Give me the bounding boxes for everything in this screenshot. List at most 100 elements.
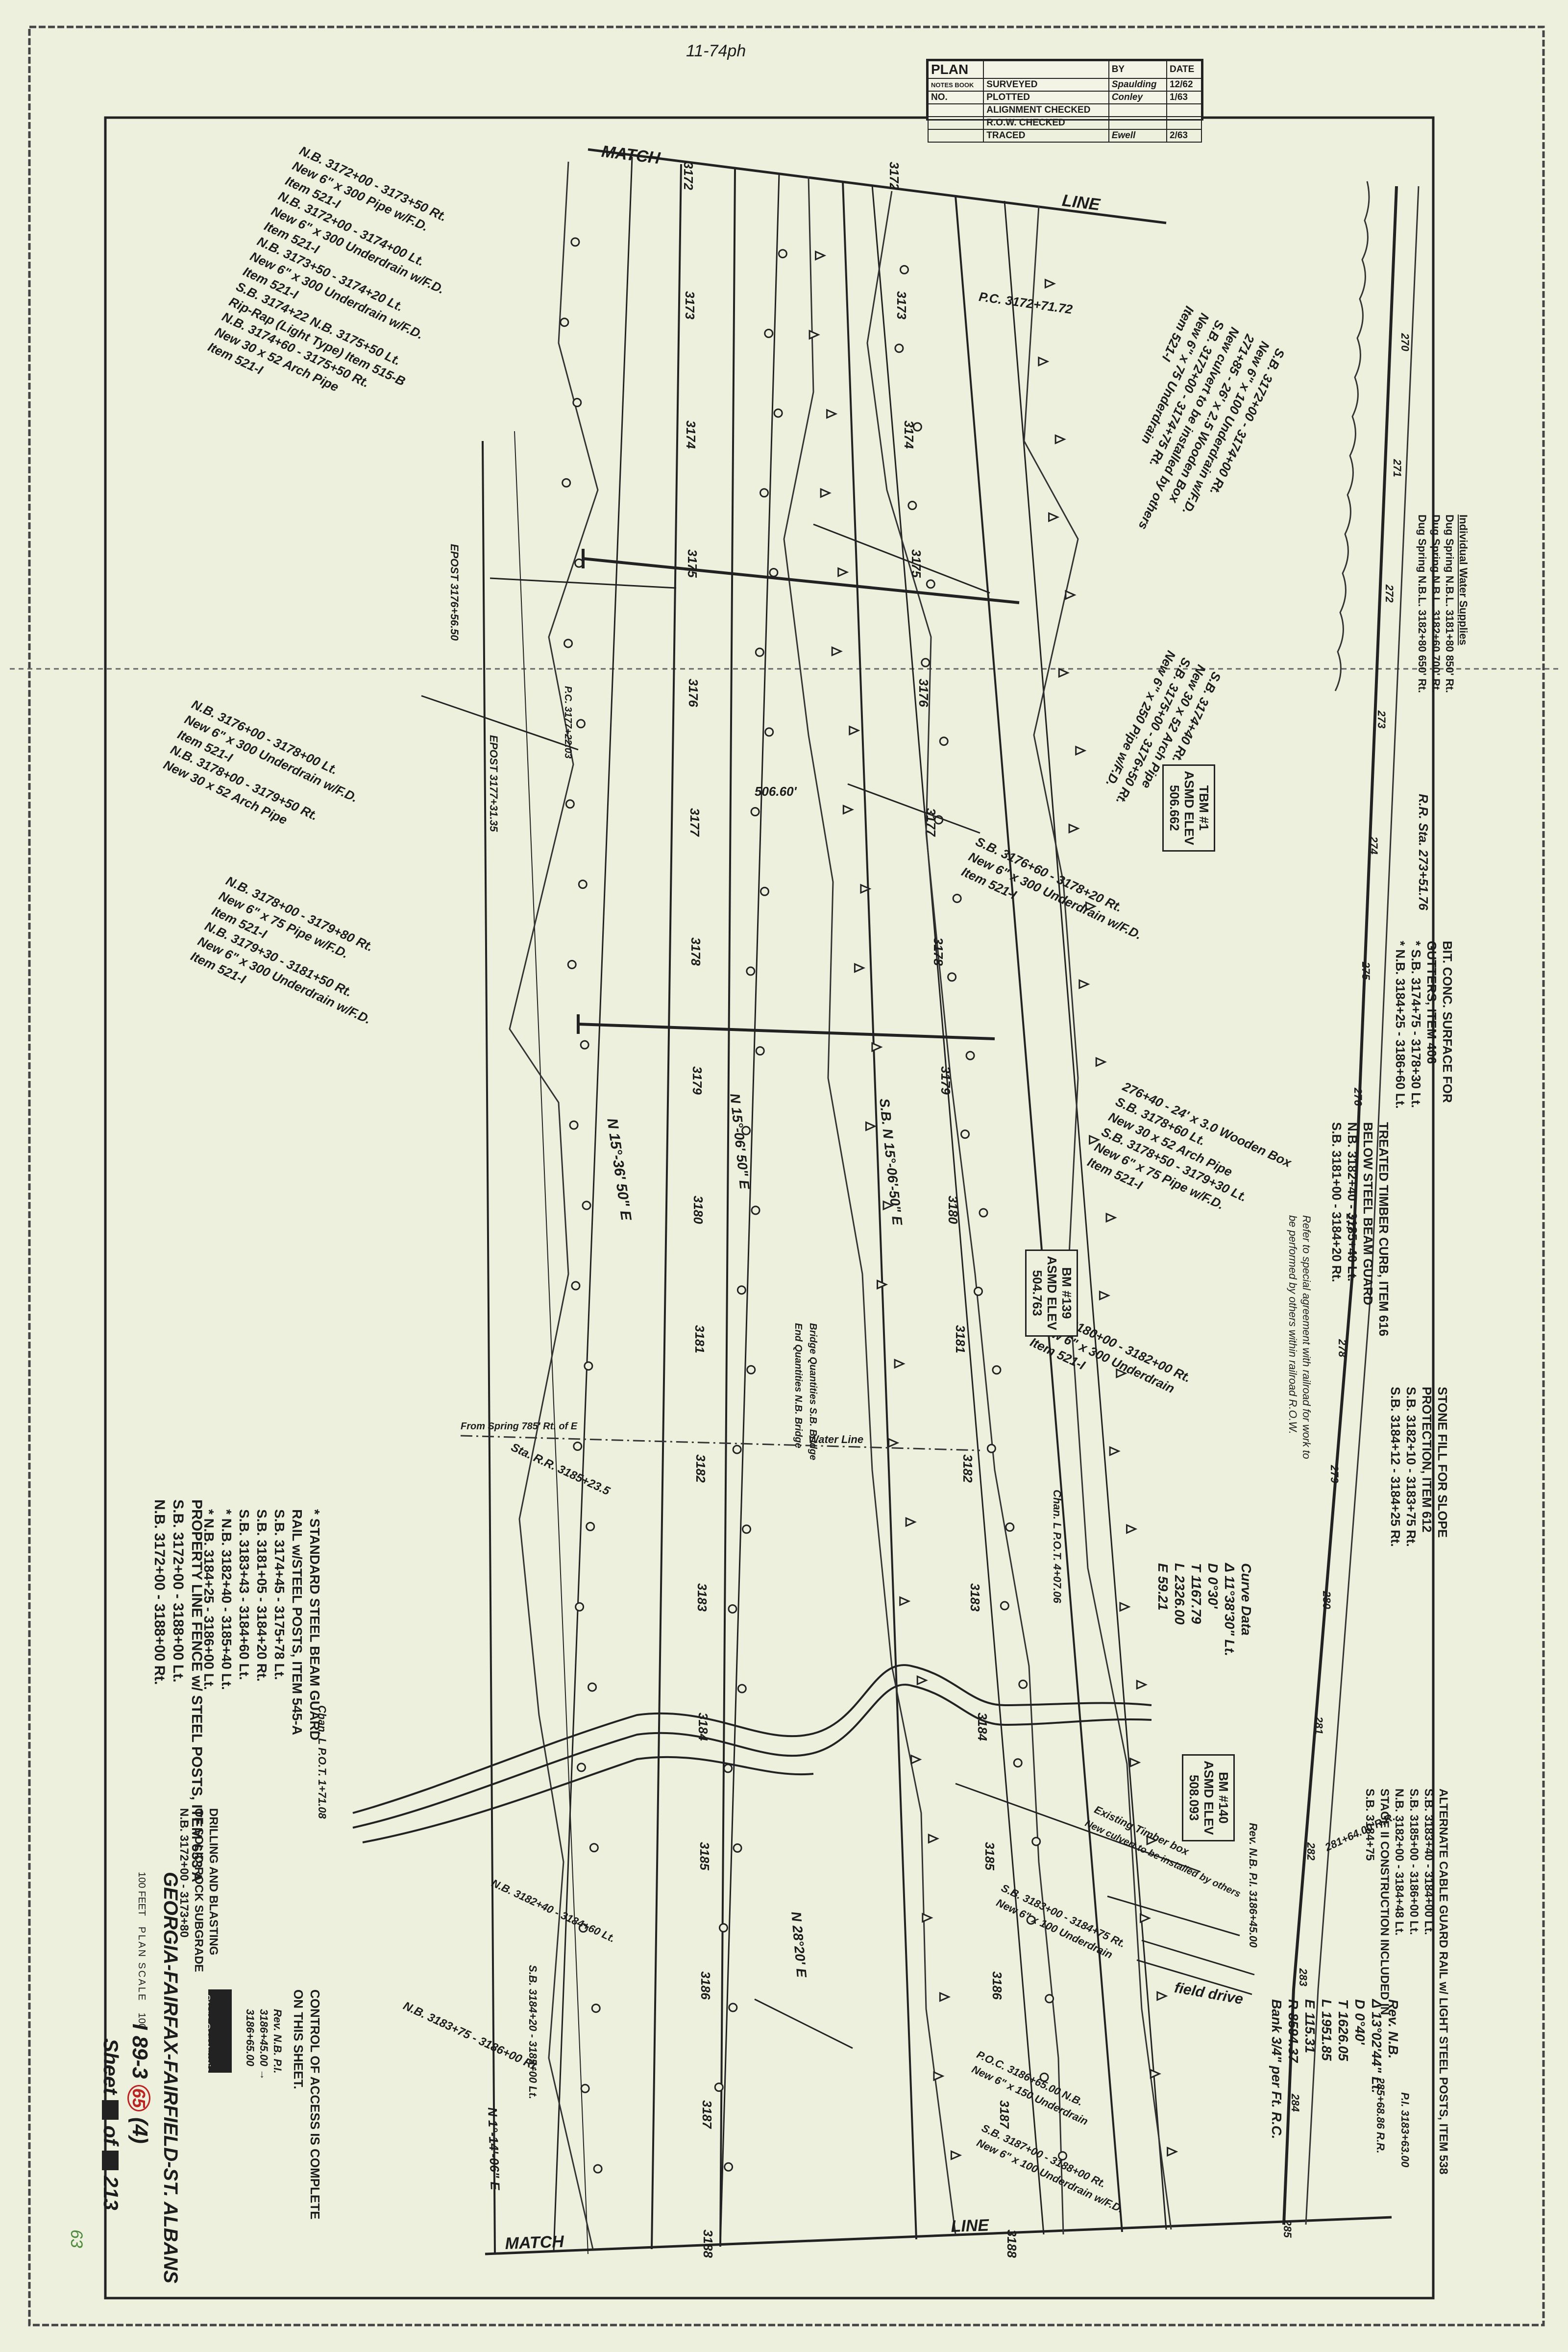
station-tick xyxy=(1068,823,1080,834)
station-tick xyxy=(842,804,855,815)
stage-text: Construction xyxy=(201,2022,212,2078)
station-label: 3185 xyxy=(982,1841,997,1870)
rr-station-label: 285 xyxy=(1281,2220,1294,2238)
station-tick xyxy=(965,1051,975,1060)
rr-station-label: 275 xyxy=(1360,962,1372,980)
pi-label: P.I. 3183+63.00 xyxy=(1399,2092,1411,2168)
station-tick xyxy=(588,1682,597,1692)
station-tick xyxy=(973,1286,983,1296)
station-tick xyxy=(1039,2072,1049,2082)
note: * S.B. 3174+75 - 3178+30 Lt. xyxy=(1409,941,1423,1108)
station-tick xyxy=(860,883,872,894)
note: S.B. 3174+45 - 3175+78 Lt. xyxy=(272,1509,287,1680)
redaction-mark xyxy=(102,2151,119,2171)
railroad-note: Individual Water Supplies Dug Spring N.B… xyxy=(1415,514,1470,693)
station-tick xyxy=(1048,512,1060,522)
bridge-quantities-label: Bridge Quantities S.B. Bridge xyxy=(808,1323,818,1461)
station-tick xyxy=(888,1438,900,1448)
roadway-lines xyxy=(482,156,1167,2254)
station-tick xyxy=(560,318,569,327)
title-block-heading: PLAN xyxy=(927,60,984,79)
sheet-number: Sheet of 213 xyxy=(99,2038,122,2210)
note: Refer to special agreement with railroad… xyxy=(1300,1215,1313,1459)
plan-scale: 100 FEET PLAN SCALE 100 xyxy=(136,1872,147,2029)
rr-station-label: 278 xyxy=(1336,1339,1348,1358)
station-tick xyxy=(728,1604,737,1614)
rr-station-label: 282 xyxy=(1305,1842,1317,1861)
station-tick xyxy=(778,249,787,259)
station-tick xyxy=(589,1843,599,1853)
channel-label: Chan. L P.O.T. 1+71.08 xyxy=(316,1705,328,1819)
station-tick xyxy=(732,1445,742,1454)
curve-line: E 59.21 xyxy=(1155,1563,1171,1611)
station-tick xyxy=(591,2003,601,2013)
station-tick xyxy=(1078,979,1090,989)
culvert-structures xyxy=(577,549,1020,1040)
tb-task: R.O.W. CHECKED xyxy=(983,116,1109,130)
station-tick xyxy=(1095,1056,1107,1067)
station-tick xyxy=(939,736,949,746)
curve-line: E 115.31 xyxy=(1302,1999,1318,2054)
curve-line: R 8594.37 xyxy=(1286,1999,1301,2063)
notes-book-label: NOTES BOOK xyxy=(927,78,984,92)
note: BELOW STEEL BEAM GUARD xyxy=(1361,1122,1375,1305)
guard-label: S.B. 3184+20 - 3185+00 Lt. xyxy=(527,1965,539,2099)
tb-by xyxy=(1108,116,1167,130)
project-suffix: (4) xyxy=(128,2117,152,2144)
station-tick xyxy=(714,2082,724,2092)
station-tick xyxy=(905,1517,917,1527)
station-tick xyxy=(1099,1290,1111,1301)
station-tick xyxy=(1005,1522,1015,1532)
note: N.B. 3182+40 - 3185+40 Lt. xyxy=(1345,1122,1360,1282)
station-tick xyxy=(921,658,931,667)
tb-by: Ewell xyxy=(1108,129,1167,143)
station-tick xyxy=(576,719,586,729)
station-tick xyxy=(1129,1757,1141,1768)
legend-surface: BIT. CONC. SURFACE FOR GUTTERS, ITEM 406… xyxy=(1393,941,1455,1109)
station-tick xyxy=(1089,1134,1101,1145)
station-tick xyxy=(928,1833,940,1844)
station-tick xyxy=(1139,1913,1152,1923)
station-tick xyxy=(741,1126,751,1135)
note: S.B. 3183+43 - 3184+60 Lt. xyxy=(237,1509,252,1680)
bridge-quantities-label: End Quantities N.B. Bridge xyxy=(793,1323,804,1448)
station-tick xyxy=(960,1129,970,1139)
note: * N.B. 3184+25 - 3186+60 Lt. xyxy=(1393,941,1408,1109)
note: S.B. 3182+10 - 3183+75 Rt. xyxy=(1404,1387,1419,1547)
post-label: EPOST 3177+31.35 xyxy=(488,735,500,832)
tb-date xyxy=(1166,116,1202,130)
curve-line: Δ 11°38'30" Lt. xyxy=(1222,1563,1237,1657)
benchmark-box: BM #139 ASMD ELEV 504.763 xyxy=(1025,1250,1078,1337)
note: N.B. 3172+00 - 3188+00 Rt. xyxy=(151,1499,168,1685)
station-tick xyxy=(586,1521,595,1531)
station-tick xyxy=(894,343,904,353)
station-tick xyxy=(1136,1679,1148,1690)
station-label: 3177 xyxy=(924,808,938,836)
rr-station-label: 285+68.86 R.R. xyxy=(1374,2078,1387,2154)
note: TREATED TIMBER CURB, ITEM 616 xyxy=(1376,1122,1391,1337)
station-tick xyxy=(1000,1601,1009,1611)
station-tick xyxy=(939,1992,951,2002)
rev-note: Rev. N.B. P.I. 3186+45.00 → 3186+65.00 xyxy=(243,2009,284,2080)
station-tick xyxy=(1065,589,1077,600)
station-tick xyxy=(572,398,582,408)
curve-line: L 1951.85 xyxy=(1319,1999,1334,2061)
note: S.B. 3181+05 - 3184+20 Rt. xyxy=(254,1509,270,1682)
brush-line xyxy=(1334,181,1370,691)
station-label: 3187 xyxy=(997,2100,1012,2129)
station-tick xyxy=(576,1763,586,1772)
station-tick xyxy=(992,1365,1002,1375)
station-tick xyxy=(947,972,957,982)
station-tick xyxy=(575,1602,585,1612)
legend-stone-fill: STONE FILL FOR SLOPE PROTECTION, ITEM 61… xyxy=(1388,1387,1450,1547)
curve-line: T 1167.79 xyxy=(1189,1563,1204,1624)
station-tick xyxy=(926,579,935,589)
note: GUTTERS, ITEM 406 xyxy=(1424,941,1439,1064)
station-tick xyxy=(882,1200,894,1211)
rr-station-label: 272 xyxy=(1383,585,1396,603)
station-label: 3179 xyxy=(938,1066,953,1095)
station-label: 3186 xyxy=(990,1971,1004,2000)
station-tick xyxy=(826,409,838,419)
project-id: I 89-3 xyxy=(128,2024,152,2079)
station-tick xyxy=(865,1121,877,1131)
